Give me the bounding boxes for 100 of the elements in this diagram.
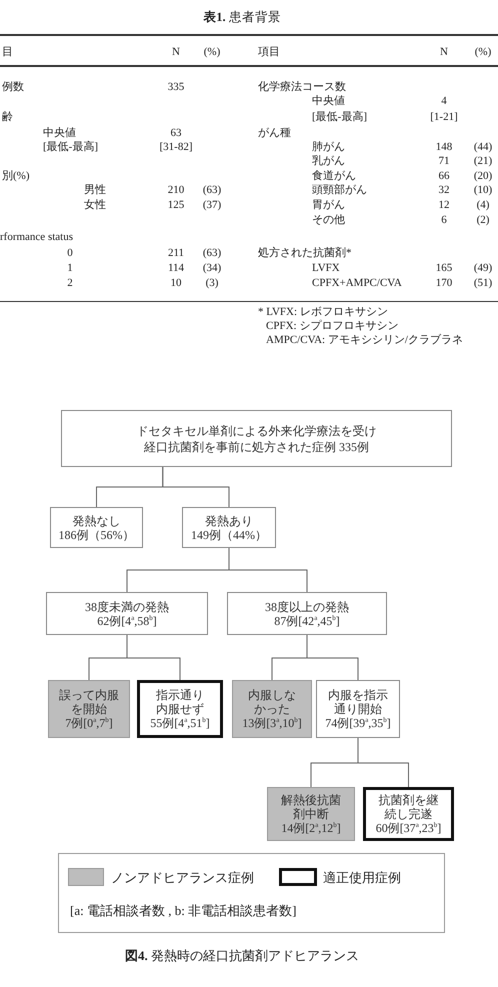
count-value: 63 xyxy=(170,126,182,140)
sub-row-label: 胃がん xyxy=(312,198,345,212)
row-label: 処方された抗菌剤* xyxy=(258,246,352,260)
node-label: 指示通り内服せず xyxy=(155,688,205,716)
count-value: 10 xyxy=(170,276,182,290)
sub-row-label: [最低-最高] xyxy=(43,140,98,154)
node-label: 発熱あり xyxy=(205,514,253,528)
case-count: 87例[42$^{a}$,45$^{b}$] xyxy=(274,614,340,628)
column-header: N xyxy=(172,45,180,59)
shaded-process-box xyxy=(267,787,355,841)
legend-label: 適正使用症例 xyxy=(323,868,401,886)
bold-process-box xyxy=(363,787,454,841)
row-label: rformance status xyxy=(0,230,73,244)
legend-label: ノンアドヒアランス症例 xyxy=(111,868,254,886)
count-value: 114 xyxy=(168,261,184,275)
table-title: 表1. 患者背景 xyxy=(203,8,281,26)
count-value: 165 xyxy=(436,261,452,275)
percent-value: (63) xyxy=(202,246,222,260)
connector-line xyxy=(358,738,409,788)
bold-process-box xyxy=(137,680,223,738)
row-label: 齢 xyxy=(2,110,13,124)
footnote: * LVFX: レボフロキサシン xyxy=(258,305,388,319)
count-value: 32 xyxy=(438,183,450,197)
percent-value: (44) xyxy=(474,140,492,154)
range-value: [31-82] xyxy=(160,140,192,154)
case-count: 149例（44%） xyxy=(191,528,267,542)
percent-value: (4) xyxy=(476,198,490,212)
sub-row-label: 女性 xyxy=(84,198,106,212)
percent-value: (49) xyxy=(474,261,492,275)
node-label: 抗菌剤を継続し完遂 xyxy=(378,793,440,821)
count-value: 211 xyxy=(168,246,184,260)
row-label: がん種 xyxy=(258,126,291,140)
process-box xyxy=(61,410,452,467)
connector-line xyxy=(162,466,230,508)
percent-value: (51) xyxy=(474,276,492,290)
sub-row-label: 男性 xyxy=(84,183,106,197)
case-count: 13例[3$^{a}$,10$^{b}$] xyxy=(242,716,302,730)
count-value: 210 xyxy=(168,183,184,197)
count-value: 71 xyxy=(438,154,450,168)
connector-line xyxy=(126,634,180,680)
column-header: 項目 xyxy=(258,45,280,59)
sub-row-label: 中央値 xyxy=(43,126,76,140)
count-value: 148 xyxy=(436,140,452,154)
node-label: 内服を指示通り開始 xyxy=(327,688,389,716)
node-label: 誤って内服を開始 xyxy=(58,688,120,716)
sub-row-label: [最低-最高] xyxy=(312,110,367,124)
row-label: 例数 xyxy=(2,80,24,94)
row-label: 別(%) xyxy=(2,169,30,183)
sub-row-label: 中央値 xyxy=(312,94,345,108)
count-value: 6 xyxy=(441,213,447,227)
shaded-process-box xyxy=(48,680,130,738)
node-label: 38度以上の発熱 xyxy=(265,600,349,614)
percent-value: (2) xyxy=(476,213,490,227)
node-label: 38度未満の発熱 xyxy=(85,600,169,614)
connector-line xyxy=(306,634,358,680)
sub-row-label: CPFX+AMPC/CVA xyxy=(312,276,402,290)
process-box xyxy=(50,507,143,548)
sub-row-label: 肺がん xyxy=(312,140,345,154)
percent-value: (21) xyxy=(474,154,492,168)
count-value: 12 xyxy=(438,198,450,212)
row-label: 化学療法コース数 xyxy=(258,80,346,94)
footnote: AMPC/CVA: アモキシシリン/クラブラネ xyxy=(266,333,463,347)
process-box xyxy=(316,680,400,738)
percent-value: (63) xyxy=(202,183,222,197)
column-header: (%) xyxy=(204,45,220,59)
count-value: 335 xyxy=(168,80,184,94)
node-label: ドセタキセル単剤による外来化学療法を受け経口抗菌剤を事前に処方された症例 335例 xyxy=(136,422,378,454)
count-value: 66 xyxy=(438,169,450,183)
count-value: 170 xyxy=(436,276,452,290)
case-count: 62例[4$^{a}$,58$^{b}$] xyxy=(97,614,157,628)
sub-row-label: その他 xyxy=(312,213,345,227)
sub-row-label: LVFX xyxy=(312,261,340,275)
connector-line xyxy=(228,548,308,592)
percent-value: (3) xyxy=(206,276,218,290)
legend-note: [a: 電話相談者数 , b: 非電話相談患者数] xyxy=(70,902,296,918)
figure-caption: 図4. 発熱時の経口抗菌剤アドヒアランス xyxy=(125,946,359,964)
case-count: 55例[4$^{a}$,51$^{b}$] xyxy=(150,716,210,730)
node-label: 解熱後抗菌剤中断 xyxy=(280,793,342,821)
range-value: [1-21] xyxy=(430,110,458,124)
percent-value: (20) xyxy=(474,169,492,183)
count-value: 4 xyxy=(441,94,447,108)
case-count: 60例[37$^{a}$,23$^{b}$] xyxy=(376,821,442,835)
sub-row-label: 0 xyxy=(67,246,73,260)
sub-row-label: 2 xyxy=(67,276,73,290)
footnote: CPFX: シプロフロキサシン xyxy=(266,319,398,333)
column-header: 目 xyxy=(2,45,13,59)
percent-value: (10) xyxy=(474,183,492,197)
case-count: 14例[2$^{a}$,12$^{b}$] xyxy=(281,821,341,835)
case-count: 74例[39$^{a}$,35$^{b}$] xyxy=(325,716,391,730)
process-box xyxy=(182,507,276,548)
process-box xyxy=(46,592,208,635)
column-header: (%) xyxy=(474,45,492,59)
sub-row-label: 乳がん xyxy=(312,154,345,168)
percent-value: (34) xyxy=(202,261,222,275)
column-header: N xyxy=(440,45,448,59)
node-label: 発熱なし xyxy=(72,514,120,528)
shaded-process-box xyxy=(232,680,312,738)
count-value: 125 xyxy=(168,198,184,212)
case-count: 186例（56%） xyxy=(58,528,134,542)
case-count: 7例[0$^{a}$,7$^{b}$] xyxy=(65,716,113,730)
